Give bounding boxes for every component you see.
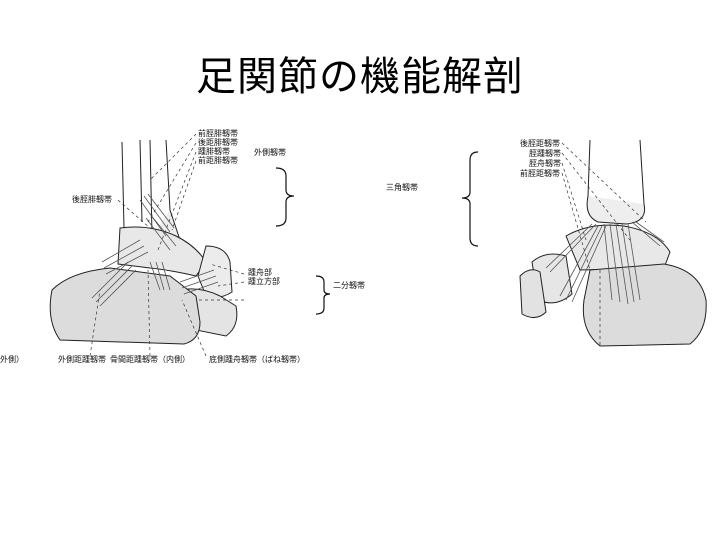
label-calcaneonavicular-part: 踵舟部 bbox=[248, 268, 272, 277]
left-ankle-drawing bbox=[49, 133, 331, 357]
label-deltoid-ligament: 三角靱帯 bbox=[386, 183, 418, 192]
slide-title: 足関節の機能解剖 bbox=[196, 54, 524, 100]
label-tibionavicular-ligament: 脛舟靱帯 bbox=[529, 159, 561, 168]
label-anterior-tibiotalar-ligament: 前脛距靱帯 bbox=[520, 169, 560, 178]
label-interosseous-talocalcaneal-ligament: 骨間距踵靱帯（内側） bbox=[110, 355, 190, 364]
label-posterior-tibiofibular-ligament: 後脛腓靱帯 bbox=[72, 195, 112, 204]
label-plantar-calcaneonavicular-ligament: 底側踵舟靱帯（ばね靱帯） bbox=[209, 355, 305, 364]
label-bifurcate-ligament: 二分靱帯 bbox=[333, 281, 365, 290]
label-calcaneofibular-ligament: 踵腓靱帯 bbox=[198, 147, 230, 156]
label-lateral-talocalcaneal-ligament: 外側距踵靱帯 bbox=[58, 355, 106, 364]
label-tibiocalcaneal-ligament: 脛踵靱帯 bbox=[529, 149, 561, 158]
label-posterior-tibiotalar-ligament: 後脛距靱帯 bbox=[520, 139, 560, 148]
label-anterior-talofibular-ligament: 前距腓靱帯 bbox=[198, 156, 238, 165]
label-posterior-talofibular-ligament: 後距腓靱帯 bbox=[198, 138, 238, 147]
label-cut-edge-fragment: 外側） bbox=[0, 355, 24, 364]
right-ankle-drawing bbox=[461, 139, 707, 348]
label-lateral-ligament: 外側靱帯 bbox=[254, 148, 286, 157]
label-anterior-tibiofibular-ligament: 前脛腓靱帯 bbox=[198, 129, 238, 138]
label-calcaneocuboid-part: 踵立方部 bbox=[248, 277, 280, 286]
